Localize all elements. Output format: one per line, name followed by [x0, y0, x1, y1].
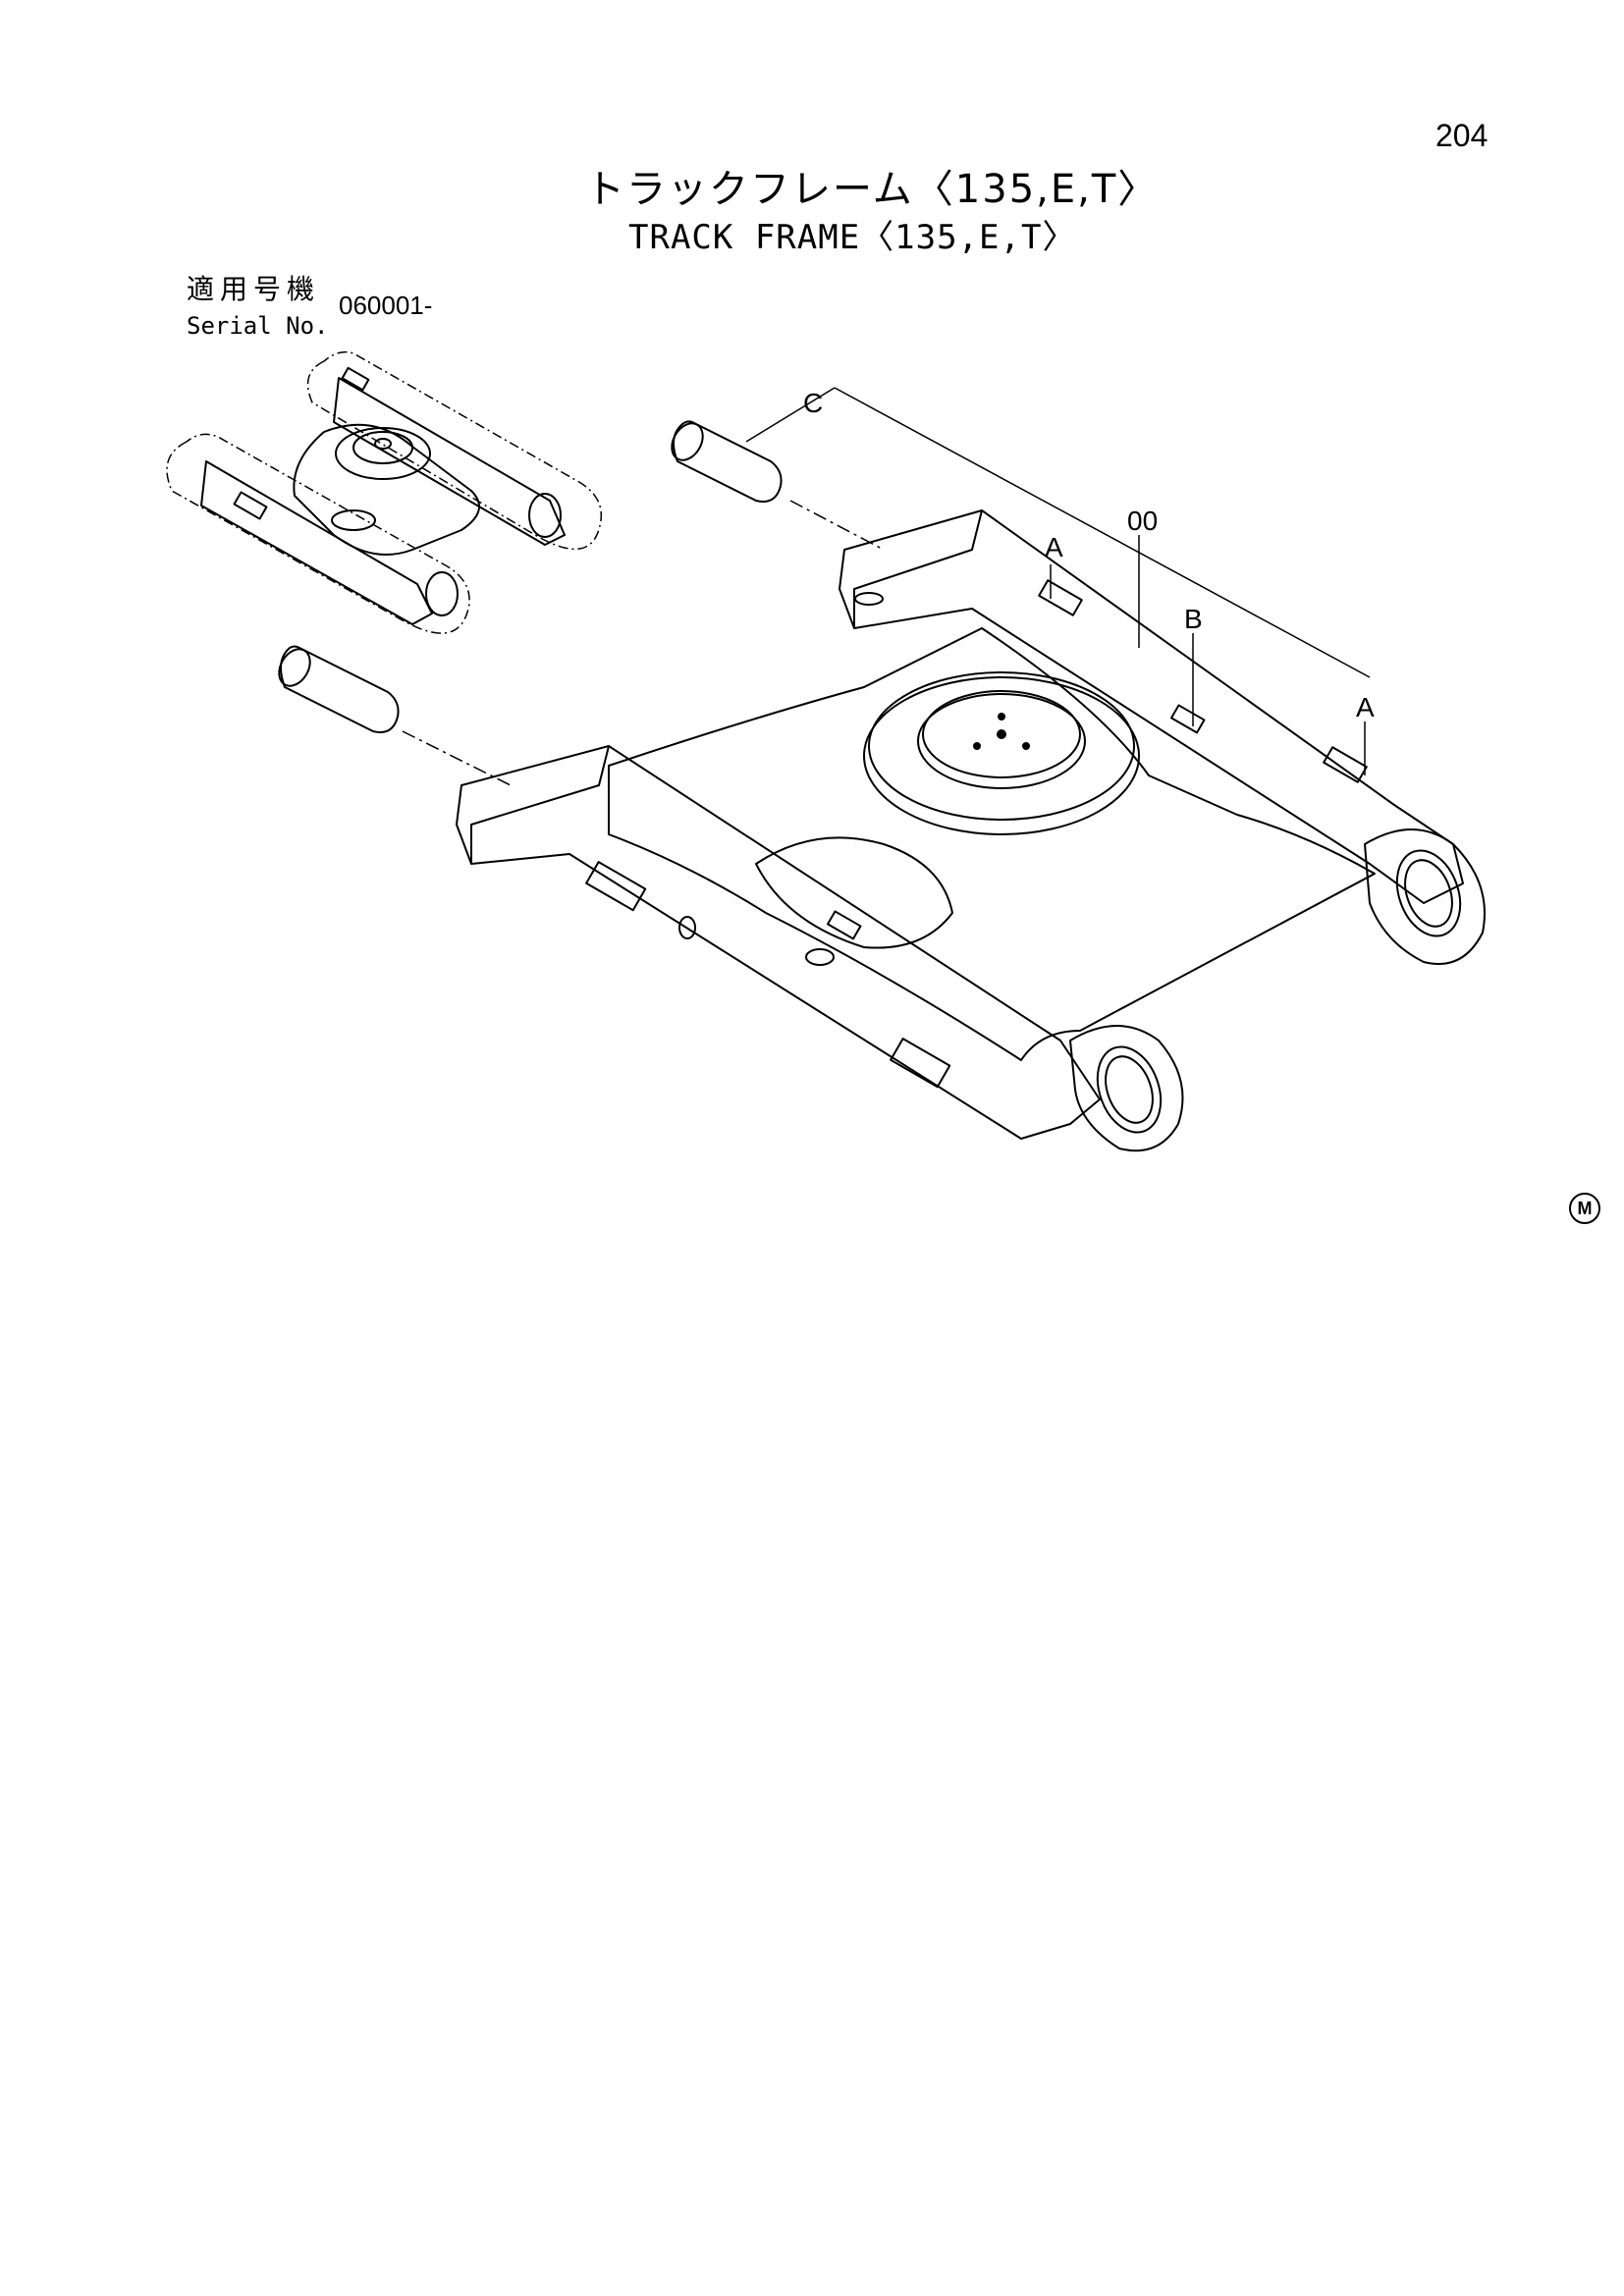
serial-label-japanese: 適用号機 [187, 273, 321, 305]
track-pin-lower [278, 645, 400, 733]
callout-item-00: 00 [1127, 506, 1158, 536]
page-number: 204 [1435, 118, 1489, 153]
page-title-japanese: トラックフレーム〈135,E,T〉 [585, 167, 1160, 212]
callout-a-left: A [1045, 532, 1063, 562]
m-mark-symbol: M [1569, 1193, 1600, 1224]
callout-c: C [803, 388, 823, 418]
leader-lines [402, 387, 1371, 786]
serial-label-english: Serial No. [187, 312, 329, 340]
callout-b: B [1184, 604, 1203, 634]
serial-number-value: 060001- [339, 291, 433, 320]
page-title-english: TRACK FRAME〈135,E,T〉 [628, 218, 1077, 257]
callout-a-right: A [1356, 692, 1375, 722]
track-frame-main [456, 509, 1486, 1152]
overview-thumbnail [166, 350, 603, 634]
track-pin-upper [671, 420, 783, 503]
